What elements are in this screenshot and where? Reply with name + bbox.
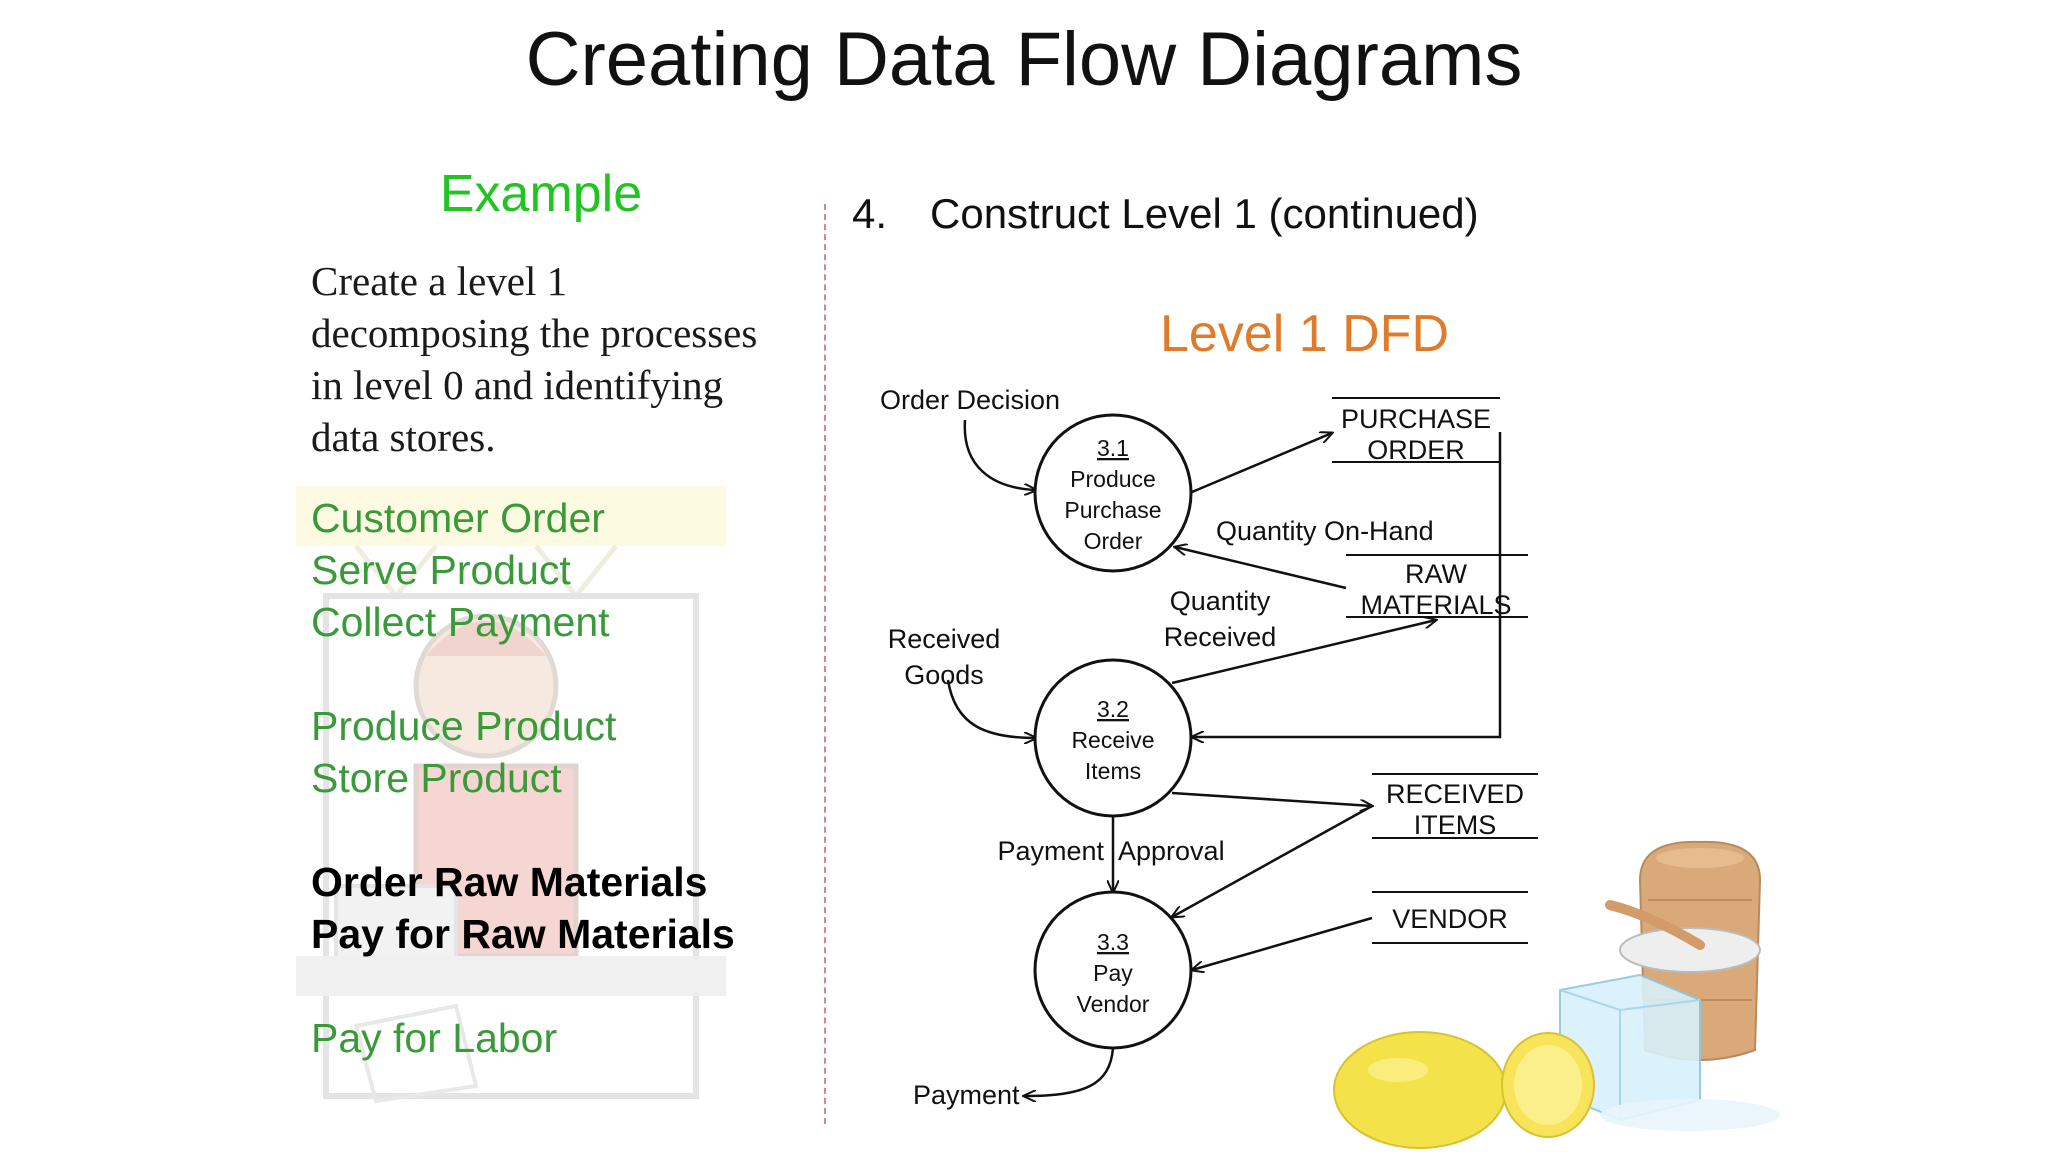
store-raw-materials: RAW MATERIALS	[1346, 554, 1528, 620]
process-list-item: Pay for Raw Materials	[311, 911, 735, 957]
instruction-line: Create a level 1	[311, 258, 568, 304]
store-label: RECEIVED	[1386, 779, 1524, 809]
flow-order-decision	[963, 419, 1036, 490]
store-vendor: VENDOR	[1372, 891, 1528, 944]
store-label: RAW	[1405, 559, 1468, 589]
process-id: 3.1	[1097, 435, 1129, 461]
store-label: MATERIALS	[1360, 590, 1511, 620]
instruction-line: in level 0 and identifying	[311, 362, 724, 408]
process-list-item: Customer Order	[311, 495, 605, 541]
flow-label-quantity: Quantity	[1170, 586, 1271, 616]
process-list-item: Produce Product	[311, 703, 617, 749]
step-heading: 4. Construct Level 1 (continued)	[852, 190, 1479, 238]
flow-label-order-decision: Order Decision	[880, 385, 1060, 415]
instruction-line: data stores.	[311, 414, 496, 460]
store-label: PURCHASE	[1341, 404, 1491, 434]
flow-received-goods	[946, 679, 1036, 738]
process-label: Vendor	[1077, 991, 1150, 1017]
flow-received-items-to-pay	[1172, 804, 1373, 917]
process-label: Produce	[1070, 466, 1156, 492]
process-3-3: 3.3 Pay Vendor	[1033, 890, 1193, 1050]
step-text: Construct Level 1 (continued)	[930, 190, 1479, 237]
process-label: Receive	[1071, 727, 1154, 753]
store-purchase-order: PURCHASE ORDER	[1332, 397, 1500, 465]
store-label: ITEMS	[1414, 810, 1497, 840]
process-3-2: 3.2 Receive Items	[1033, 658, 1193, 818]
flow-label-received-goods: Received	[888, 624, 1001, 654]
column-divider	[824, 204, 826, 1124]
flow-vendor-to-pay	[1192, 916, 1373, 970]
instruction-line: decomposing the processes	[311, 310, 758, 356]
instruction-text: Create a level 1 decomposing the process…	[311, 255, 811, 463]
flow-label-payment: Payment	[997, 836, 1104, 866]
process-label: Purchase	[1064, 497, 1161, 523]
process-label: Order	[1084, 528, 1143, 554]
slide-title: Creating Data Flow Diagrams	[525, 17, 1523, 102]
flow-label-goods: Goods	[904, 660, 984, 690]
lemonade-stand-watermark	[296, 486, 726, 1104]
flow-label-received: Received	[1164, 622, 1277, 652]
process-id: 3.3	[1097, 929, 1129, 955]
lemon-icon	[1333, 1031, 1595, 1149]
flow-label-payment-out: Payment	[913, 1080, 1020, 1110]
dfd-title: Level 1 DFD	[1160, 305, 1449, 363]
step-number: 4.	[852, 190, 888, 237]
flow-payment	[1024, 1047, 1115, 1096]
flow-to-received-items	[1171, 791, 1372, 806]
store-label: VENDOR	[1392, 904, 1508, 934]
process-3-1: 3.1 Produce Purchase Order	[1033, 413, 1193, 573]
process-label: Pay	[1093, 960, 1133, 986]
process-list-item: Pay for Labor	[311, 1015, 558, 1061]
flow-quantity-received	[1171, 620, 1436, 685]
process-list-item: Store Product	[311, 755, 562, 801]
flow-to-purchase-order	[1191, 433, 1332, 494]
flow-label-approval: Approval	[1118, 836, 1225, 866]
flow-label-quantity-on-hand: Quantity On-Hand	[1216, 516, 1434, 546]
process-list-item: Order Raw Materials	[311, 859, 708, 905]
process-list-item: Serve Product	[311, 547, 571, 593]
flow-purchase-order-to-receive	[1192, 432, 1502, 737]
store-label: ORDER	[1367, 435, 1465, 465]
flow-quantity-on-hand	[1175, 547, 1347, 590]
example-heading: Example	[439, 165, 643, 223]
ice-cube-icon	[1559, 973, 1780, 1131]
process-id: 3.2	[1097, 696, 1129, 722]
store-received-items: RECEIVED ITEMS	[1372, 773, 1538, 840]
process-list-item: Collect Payment	[311, 599, 610, 645]
process-label: Items	[1085, 758, 1141, 784]
